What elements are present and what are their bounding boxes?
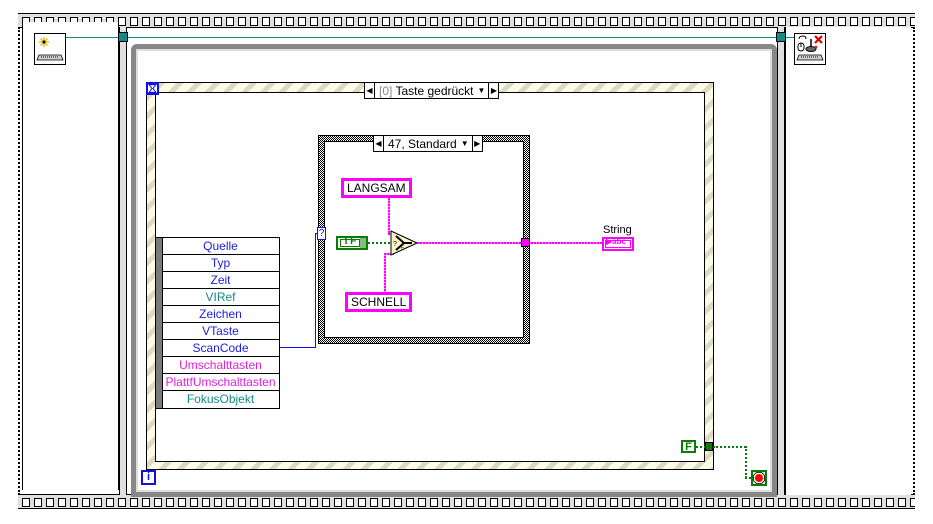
event-data-node[interactable]: Quelle Typ Zeit VIRef Zeichen VTaste Sca…	[155, 237, 280, 409]
event-data-item-quelle[interactable]: Quelle	[162, 238, 279, 255]
stop-wire-v	[745, 446, 747, 478]
event-next-arrow-icon[interactable]: ▶	[488, 83, 498, 98]
stop-wire-h2	[745, 477, 751, 479]
schnell-wire	[384, 253, 386, 292]
event-output-tunnel	[705, 442, 713, 451]
false-wire	[696, 446, 706, 448]
while-loop[interactable]	[131, 44, 777, 497]
event-dropdown-icon[interactable]: ▼	[477, 86, 486, 95]
scancode-wire-h	[280, 347, 316, 348]
sequence-frame-1	[22, 22, 119, 490]
while-loop-inner-edge	[136, 49, 772, 492]
case-selector-terminal[interactable]: ?	[317, 227, 326, 240]
iteration-terminal[interactable]: i	[141, 470, 156, 485]
boolean-constant-tf[interactable]: TF	[336, 236, 368, 250]
frame-separator-2	[777, 27, 785, 495]
tf-wire	[368, 242, 394, 244]
stop-wire-h	[713, 446, 746, 448]
case-output-tunnel	[521, 238, 530, 247]
flat-sequence-left-edge	[18, 27, 22, 495]
sequence-frame-3	[785, 27, 911, 495]
case-selector[interactable]: ◀ 47, Standard ▼ ▶	[373, 135, 483, 152]
event-selector[interactable]: ◀ [0] Taste gedrückt ▼ ▶	[364, 82, 500, 99]
sequence-tunnel-right	[776, 32, 786, 42]
select-icon[interactable]: ? F	[390, 230, 419, 256]
device-refnum-wire	[63, 37, 796, 38]
flat-sequence-top-strip	[18, 13, 915, 28]
case-dropdown-icon[interactable]: ▼	[460, 139, 469, 148]
event-data-item-zeichen[interactable]: Zeichen	[162, 306, 279, 323]
frame-separator-1	[119, 27, 127, 495]
event-case-index: [0]	[379, 83, 393, 98]
sequence-tunnel-left	[118, 32, 128, 42]
case-label: 47, Standard	[388, 136, 457, 151]
close-input-device-icon[interactable]	[794, 33, 826, 65]
boolean-constant-false[interactable]: F	[681, 440, 696, 453]
string-output-wire	[417, 242, 602, 244]
event-data-item-viref[interactable]: VIRef	[162, 289, 279, 306]
event-data-item-typ[interactable]: Typ	[162, 255, 279, 272]
event-data-node-gutter	[156, 238, 163, 408]
case-prev-arrow-icon[interactable]: ◀	[374, 136, 384, 151]
case-next-arrow-icon[interactable]: ▶	[471, 136, 482, 151]
stop-icon[interactable]	[751, 470, 767, 486]
event-data-item-fokusobjekt[interactable]: FokusObjekt	[186, 392, 255, 406]
langsam-wire	[388, 198, 390, 234]
string-indicator-label: String	[603, 224, 632, 236]
event-case-label: Taste gedrückt	[395, 83, 474, 98]
string-constant-langsam[interactable]: LANGSAM	[341, 178, 412, 198]
schnell-wire-h	[384, 253, 394, 255]
event-data-item-umschalttasten[interactable]: Umschalttasten	[162, 357, 279, 374]
svg-text:F: F	[401, 245, 404, 251]
string-indicator[interactable]: ▶abc	[602, 237, 634, 251]
scancode-wire-v	[315, 233, 316, 348]
event-data-item-vtaste[interactable]: VTaste	[162, 323, 279, 340]
event-data-item-zeit[interactable]: Zeit	[162, 272, 279, 289]
string-type-glyph: ▶abc	[606, 237, 626, 246]
acquire-keyboard-icon[interactable]	[34, 33, 66, 65]
hourglass-icon[interactable]	[146, 82, 159, 95]
event-data-item-scancode[interactable]: ScanCode	[162, 340, 279, 357]
event-data-item-plattfumschalttasten[interactable]: PlattfUmschalttasten	[162, 374, 279, 391]
string-constant-schnell[interactable]: SCHNELL	[345, 292, 413, 312]
flat-sequence-right-edge	[911, 27, 915, 495]
svg-text:?: ?	[393, 241, 397, 248]
event-prev-arrow-icon[interactable]: ◀	[365, 83, 375, 98]
